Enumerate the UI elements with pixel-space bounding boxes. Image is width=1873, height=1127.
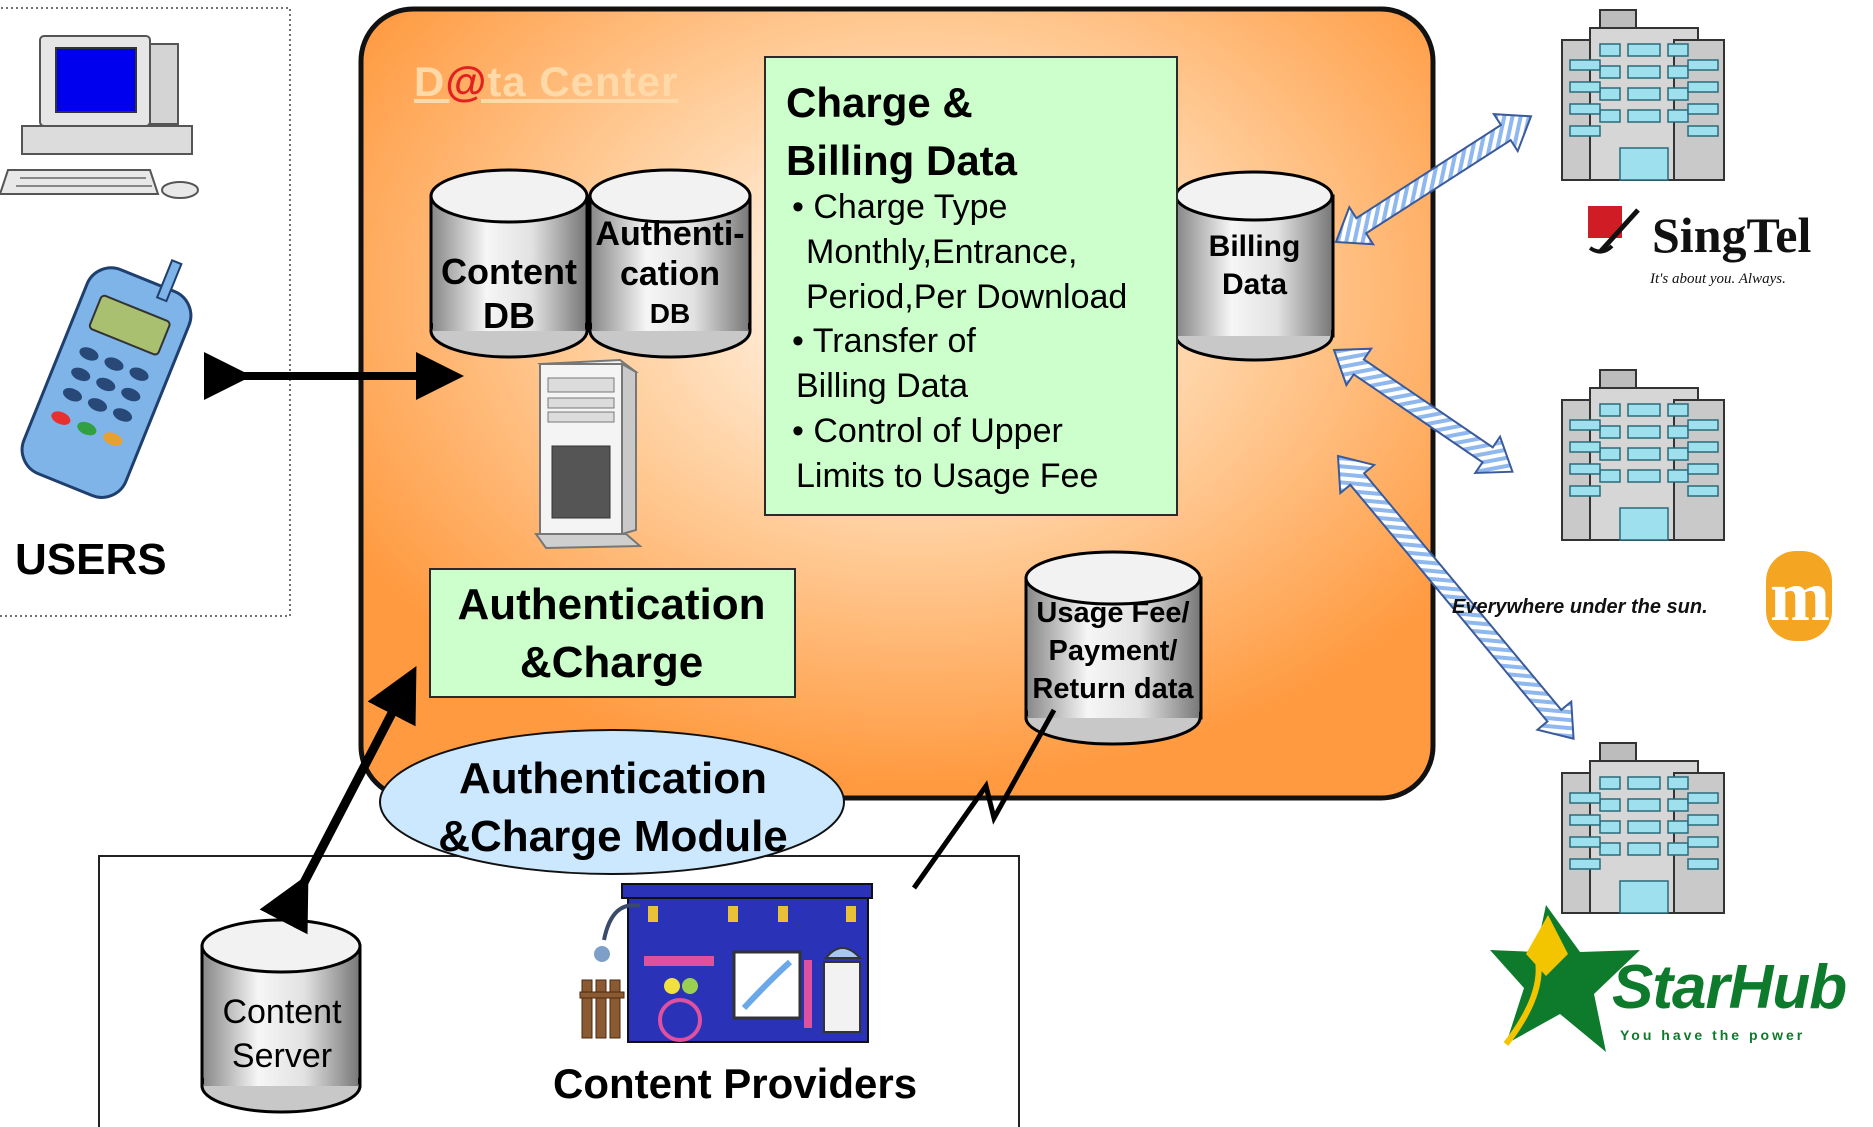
content-store-icon <box>579 883 873 1043</box>
auth-charge-line2: &Charge <box>519 638 704 687</box>
m1-logo-text: m1 <box>1770 556 1866 636</box>
auth-charge-label: Authentication &Charge <box>429 576 794 692</box>
content-server-cylinder <box>200 918 362 1114</box>
charge-bullet-2-cont-1: Billing Data <box>796 367 968 405</box>
users-label: USERS <box>15 535 167 584</box>
auth-db-label: Authenti- cation DB <box>584 214 756 334</box>
module-line1: Authentication <box>459 754 767 803</box>
starhub-star-icon <box>1490 905 1640 1052</box>
content-db-line2: DB <box>483 295 535 336</box>
charge-bullet-1-cont-1: Monthly,Entrance, <box>806 233 1078 271</box>
provider-usage-link <box>911 708 1057 890</box>
charge-bullet-3: • Control of Upper <box>792 412 1063 450</box>
charge-title-line2: Billing Data <box>786 137 1018 184</box>
charge-bullet-1: • Charge Type <box>792 188 1008 226</box>
module-line2: &Charge Module <box>438 812 788 861</box>
auth-db-line2: cation <box>619 255 721 293</box>
charge-billing-title: Charge & Billing Data <box>786 74 1017 190</box>
content-server-line2: Server <box>231 1037 333 1075</box>
m1-building-icon <box>1561 369 1725 541</box>
singtel-logo-icon <box>1588 206 1640 254</box>
content-server-label: Content Server <box>202 990 362 1078</box>
content-providers-label: Content Providers <box>553 1060 918 1107</box>
mobile-phone-icon <box>20 258 193 499</box>
content-server-line1: Content <box>222 993 342 1031</box>
auth-db-line1: Authenti- <box>595 215 745 253</box>
billing-line2: Data <box>1221 268 1288 301</box>
charge-bullet-1-cont-2: Period,Per Download <box>806 278 1128 316</box>
authentication-db-cylinder <box>588 168 752 359</box>
charge-bullet-3-cont-1: Limits to Usage Fee <box>796 457 1099 495</box>
billing-data-label: Billing Data <box>1178 228 1331 304</box>
singtel-building-icon <box>1561 9 1725 181</box>
data-center-title-at: @ <box>445 58 488 105</box>
usage-line1: Usage Fee/ <box>1036 597 1190 629</box>
singtel-name: SingTel <box>1652 207 1812 263</box>
auth-charge-line1: Authentication <box>457 580 766 629</box>
starhub-tagline: You have the power <box>1620 1027 1806 1043</box>
usage-line2: Payment/ <box>1048 635 1178 667</box>
data-center-title-prefix: D <box>414 58 446 105</box>
billing-singtel-arrow <box>1334 112 1533 246</box>
usage-fee-cylinder <box>1024 550 1203 746</box>
billing-line1: Billing <box>1208 230 1301 263</box>
starhub-building-icon <box>1561 742 1725 914</box>
usage-fee-label: Usage Fee/ Payment/ Return data <box>1022 594 1204 708</box>
billing-m1-arrow <box>1332 347 1514 475</box>
charge-bullet-2: • Transfer of <box>792 322 976 360</box>
content-db-label: Content DB <box>433 250 585 338</box>
desktop-computer-icon <box>0 35 199 199</box>
data-center-title-suffix: ta Center <box>487 58 679 105</box>
billing-data-cylinder <box>1174 170 1335 362</box>
content-db-cylinder <box>429 168 589 359</box>
usage-line3: Return data <box>1032 673 1194 705</box>
data-center-title[interactable]: D@ta Center <box>414 58 678 106</box>
charge-billing-box <box>764 56 1178 516</box>
starhub-name: StarHub <box>1612 953 1847 1022</box>
auth-db-line3: DB <box>649 298 691 329</box>
module-label: Authentication &Charge Module <box>378 750 848 866</box>
auth-charge-box <box>429 568 796 698</box>
content-db-line1: Content <box>441 251 577 292</box>
m1-logo-icon <box>1766 551 1832 641</box>
server-tower-icon <box>534 358 643 550</box>
singtel-tagline: It's about you. Always. <box>1650 271 1786 287</box>
server-auth-arrow <box>259 666 417 935</box>
datacenter-starhub-arrow <box>1336 454 1575 741</box>
m1-tagline: Everywhere under the sun. <box>1452 596 1708 618</box>
charge-title-line1: Charge & <box>786 79 973 126</box>
users-frame <box>0 7 291 617</box>
